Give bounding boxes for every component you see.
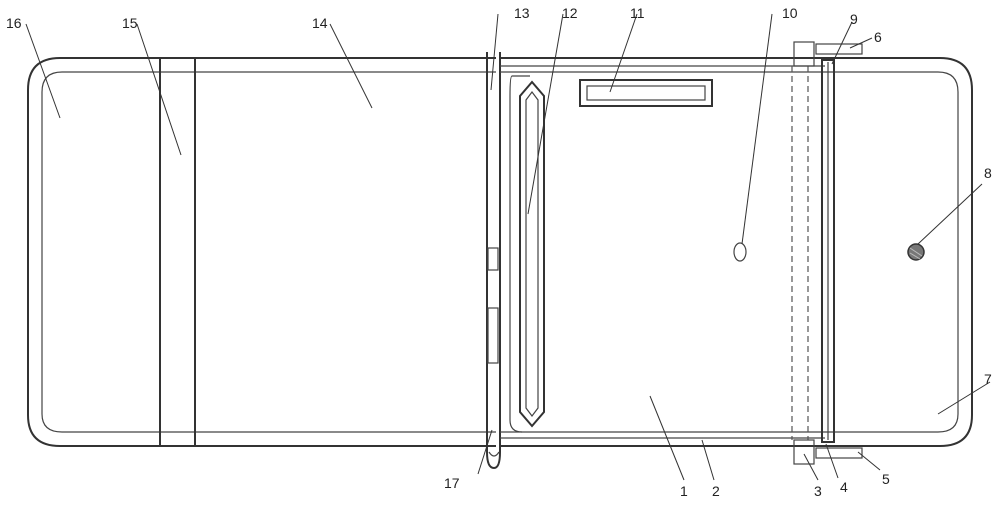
right-board-outer-frame — [500, 57, 973, 447]
bottom-clip-tab — [815, 447, 863, 459]
label-2: 2 — [712, 483, 720, 499]
label-12: 12 — [562, 5, 578, 21]
label-4: 4 — [840, 479, 848, 495]
hinge-tip — [488, 451, 500, 457]
handle-outer — [519, 80, 545, 428]
label-3: 3 — [814, 483, 822, 499]
left-board — [27, 57, 496, 447]
top-clip-block — [793, 41, 815, 67]
label-17: 17 — [444, 475, 460, 491]
hinge-slot-lower — [487, 307, 499, 364]
leader-lines — [25, 13, 991, 481]
strap — [159, 57, 196, 447]
label-16: 16 — [6, 15, 22, 31]
hinge-strip — [486, 52, 501, 470]
label-13: 13 — [514, 5, 530, 21]
label-8: 8 — [984, 165, 992, 181]
knob — [907, 243, 925, 261]
label-15: 15 — [122, 15, 138, 31]
slide-bar — [821, 59, 835, 443]
label-plate-inner — [586, 85, 706, 101]
label-6: 6 — [874, 29, 882, 45]
right-board-inner-frame — [500, 71, 959, 433]
strap-band — [159, 57, 196, 447]
hinge-bar — [486, 52, 501, 470]
hinge-slot-upper — [487, 247, 499, 271]
label-5: 5 — [882, 471, 890, 487]
left-board-outer-frame — [27, 57, 496, 447]
reference-numerals: 16 15 14 13 12 11 10 9 6 8 7 1 2 3 4 5 1… — [6, 5, 992, 499]
label-1: 1 — [680, 483, 688, 499]
label-10: 10 — [782, 5, 798, 21]
label-11: 11 — [630, 5, 645, 21]
left-board-inner-frame — [41, 71, 496, 433]
handle — [519, 80, 545, 428]
label-14: 14 — [312, 15, 328, 31]
bottom-clip-block — [793, 439, 815, 465]
label-7: 7 — [984, 371, 992, 387]
label-plate-outer — [579, 79, 713, 107]
label-9: 9 — [850, 11, 858, 27]
small-hole — [733, 242, 747, 262]
slide-rail — [791, 41, 863, 465]
inner-compartment — [509, 75, 530, 433]
top-clip-tab — [815, 43, 863, 55]
handle-inner — [525, 91, 539, 417]
right-board — [500, 57, 973, 447]
label-plate — [579, 79, 713, 107]
